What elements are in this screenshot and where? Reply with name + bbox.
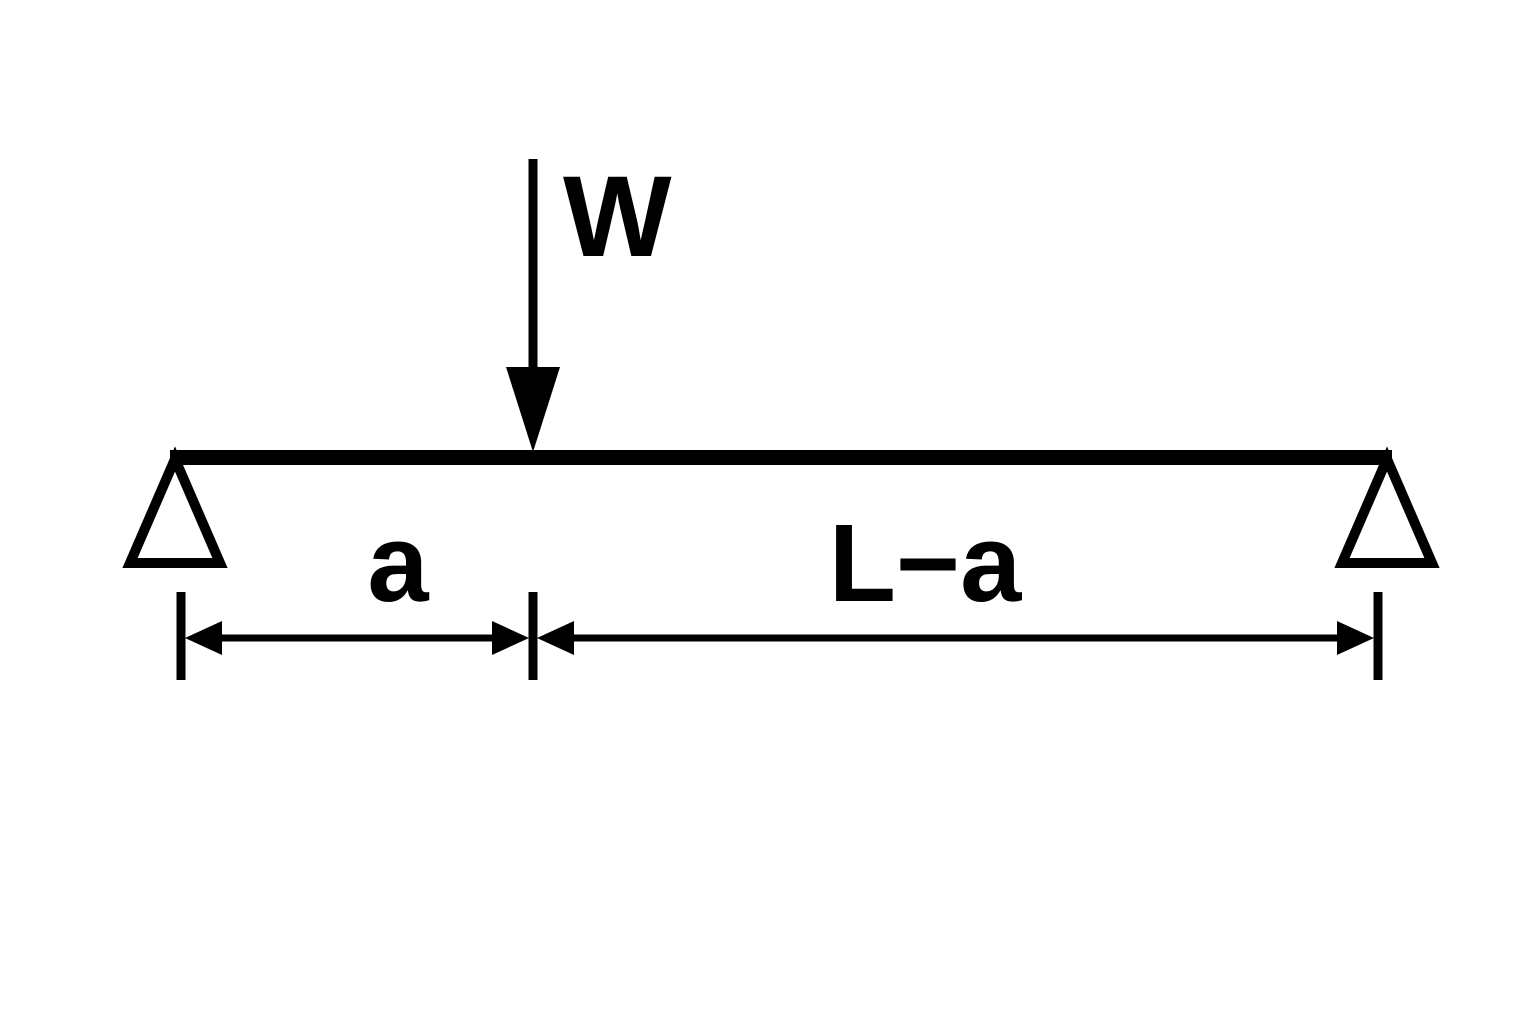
- dimension-arrow-l-minus-a-left-icon: [537, 621, 574, 655]
- dimension-label-a: a: [367, 502, 429, 625]
- load-label: W: [563, 153, 672, 281]
- dimension-arrow-a-right-icon: [492, 621, 529, 655]
- right-support-icon: [1334, 446, 1440, 568]
- dimension-arrow-l-minus-a-right-icon: [1337, 621, 1374, 655]
- beam-line: [170, 450, 1392, 465]
- left-support-icon: [122, 446, 228, 568]
- load-arrowhead-icon: [506, 367, 560, 452]
- dimension-arrow-a-left-icon: [185, 621, 222, 655]
- dimension-label-l-minus-a: L−a: [829, 502, 1022, 625]
